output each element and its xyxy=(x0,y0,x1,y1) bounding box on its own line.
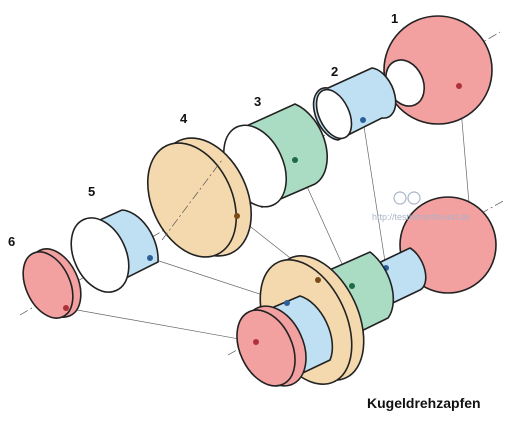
part-number-3: 3 xyxy=(254,94,261,109)
blue-cylinder-face xyxy=(70,217,130,293)
disc-marker xyxy=(234,213,240,219)
assembly-cap-marker xyxy=(253,339,259,345)
watermark: http://testlehrerfreund.de xyxy=(372,191,470,222)
part-number-1: 1 xyxy=(391,11,398,26)
blue-cylinder-marker xyxy=(147,255,153,261)
part-6-cap xyxy=(22,248,82,319)
diagram-caption: Kugeldrehzapfen xyxy=(367,395,481,411)
part-2-small-cylinder xyxy=(312,67,397,141)
small-cylinder-face xyxy=(315,88,353,140)
watermark-text: http://testlehrerfreund.de xyxy=(372,212,470,222)
disc-face xyxy=(146,142,238,258)
cap-face xyxy=(22,251,74,319)
assembly-hub-marker xyxy=(284,300,290,306)
small-cylinder-marker xyxy=(360,117,366,123)
ball-marker xyxy=(456,83,462,89)
assembled-ball-pivot xyxy=(236,196,497,387)
part-number-4: 4 xyxy=(180,111,188,126)
assembly-green-marker xyxy=(349,283,355,289)
assembly-collar-marker xyxy=(315,277,321,283)
assembly-cap-face xyxy=(236,309,296,387)
cap-marker xyxy=(63,305,69,311)
part-4-disc xyxy=(146,137,253,258)
part-5-blue-cylinder xyxy=(70,209,159,293)
part-number-5: 5 xyxy=(88,184,95,199)
part-number-2: 2 xyxy=(331,64,338,79)
green-cylinder-marker xyxy=(292,157,298,163)
part-number-6: 6 xyxy=(8,234,15,249)
